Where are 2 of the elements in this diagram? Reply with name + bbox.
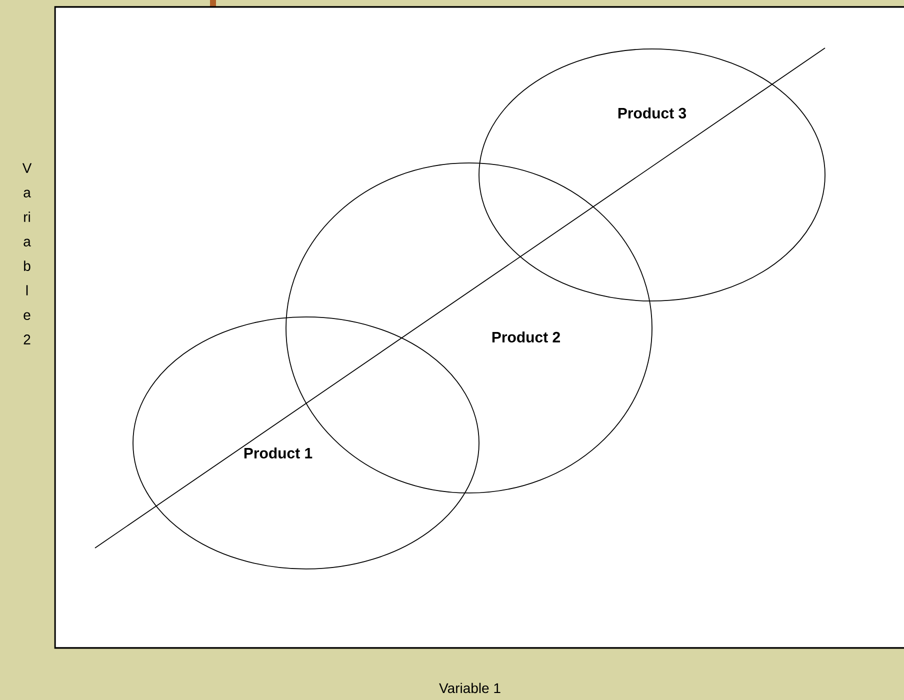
axis-label: Variable 2 [22,163,32,344]
axis-label: Variable 1 [439,682,500,694]
